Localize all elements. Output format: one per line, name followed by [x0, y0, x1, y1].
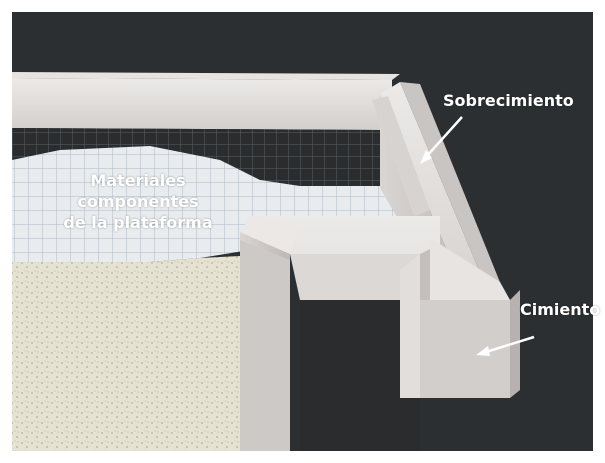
back-wall	[12, 78, 392, 130]
materiales-line-1: Materiales	[90, 171, 186, 190]
sobrecimiento-label: Sobrecimiento	[443, 91, 574, 110]
materiales-line-3: de la plataforma	[63, 213, 213, 232]
materiales-line-2: componentes	[77, 192, 199, 211]
platform-fill	[12, 256, 240, 459]
materiales-label: Materiales componentes de la plataforma	[38, 170, 238, 233]
cimiento-arrow	[485, 335, 535, 354]
cimiento-label: Cimiento	[520, 300, 601, 319]
sobrecimiento-arrow	[425, 116, 463, 158]
